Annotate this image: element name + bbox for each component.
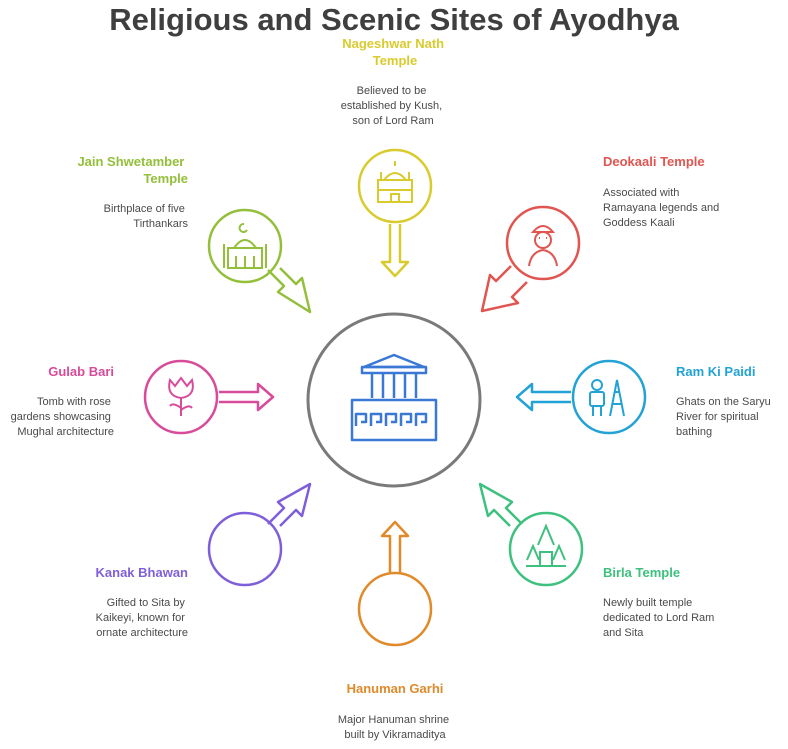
site-kanak[interactable]: Kanak Bhawan Gifted to Sita by Kaikeyi, … bbox=[96, 482, 312, 639]
site-kanak-desc-2: Kaikeyi, known for bbox=[96, 612, 186, 624]
site-birla-desc-1: Newly built temple bbox=[603, 597, 692, 609]
site-nageshwar-desc-1: Believed to be bbox=[357, 85, 427, 97]
svg-text:Nageshwar Nath Temple: Nageshwar Nath Temple bbox=[342, 36, 448, 68]
temple-spires-icon bbox=[526, 523, 566, 567]
site-deokaali[interactable]: Deokaali Temple Associated with Ramayana… bbox=[480, 154, 722, 313]
site-ramkipaidi-desc-1: Ghats on the Saryu bbox=[676, 396, 771, 408]
svg-text:Associated with Ramayana: Associated with Ramayana legends and God… bbox=[603, 187, 722, 229]
person-icon bbox=[528, 225, 558, 267]
site-deokaali-desc-2: Ramayana legends and bbox=[603, 202, 719, 214]
svg-text:Tomb with rose gardens s: Tomb with rose gardens showcasing Mughal… bbox=[11, 396, 114, 438]
site-kanak-arrow bbox=[267, 482, 312, 527]
mosque-icon bbox=[223, 223, 267, 269]
site-kanak-desc-3: ornate architecture bbox=[96, 627, 188, 639]
site-birla-name-1: Birla Temple bbox=[603, 565, 680, 580]
site-gulab-desc-3: Mughal architecture bbox=[17, 426, 114, 438]
site-gulab[interactable]: Gulab Bari Tomb with rose gardens showca… bbox=[11, 359, 275, 438]
site-ramkipaidi-arrow bbox=[515, 382, 571, 412]
site-kanak-circle bbox=[207, 511, 283, 587]
site-nageshwar[interactable]: Nageshwar Nath Temple Believed to be est… bbox=[341, 36, 448, 278]
site-nageshwar-desc-2: established by Kush, bbox=[341, 100, 443, 112]
svg-text:Deokaali Temple: Deokaali Temple bbox=[603, 154, 705, 169]
site-birla-arrow bbox=[478, 482, 523, 527]
site-deokaali-desc-3: Goddess Kaali bbox=[603, 217, 675, 229]
greek-temple-icon bbox=[350, 353, 438, 442]
site-hanuman-desc-1: Major Hanuman shrine bbox=[338, 714, 449, 726]
svg-text:Kanak Bhawan: Kanak Bhawan bbox=[96, 565, 189, 580]
site-hanuman-arrow bbox=[380, 520, 410, 573]
site-nageshwar-circle bbox=[357, 148, 433, 224]
svg-text:Ghats on the Saryu River: Ghats on the Saryu River for spiritual b… bbox=[676, 396, 774, 438]
site-jain-name-2: Temple bbox=[143, 171, 188, 186]
site-hanuman-name-1: Hanuman Garhi bbox=[347, 681, 444, 696]
site-nageshwar-name-2: Temple bbox=[373, 53, 418, 68]
site-birla-desc-3: and Sita bbox=[603, 627, 644, 639]
site-nageshwar-desc-3: son of Lord Ram bbox=[352, 115, 433, 127]
site-hanuman-circle bbox=[357, 571, 433, 647]
site-ramkipaidi-desc-2: River for spiritual bbox=[676, 411, 759, 423]
center-hub bbox=[306, 312, 482, 488]
site-birla-desc-2: dedicated to Lord Ram bbox=[603, 612, 714, 624]
svg-text:Birthplace of five Tirth: Birthplace of five Tirthankars bbox=[104, 203, 189, 230]
temple-dome-icon bbox=[377, 161, 413, 203]
site-nageshwar-name-1: Nageshwar Nath bbox=[342, 36, 444, 51]
site-ramkipaidi-desc-3: bathing bbox=[676, 426, 712, 438]
svg-text:Birla Temple: Birla Temple bbox=[603, 565, 680, 580]
svg-text:Gulab Bari: Gulab Bari bbox=[48, 364, 114, 379]
svg-text:Believed to be establish: Believed to be established by Kush, son … bbox=[341, 85, 446, 127]
rose-icon bbox=[168, 376, 194, 416]
tourist-tower-icon bbox=[589, 379, 625, 417]
site-gulab-desc-2: gardens showcasing bbox=[11, 411, 111, 423]
site-gulab-desc-1: Tomb with rose bbox=[37, 396, 111, 408]
site-deokaali-arrow bbox=[480, 265, 528, 313]
site-nageshwar-arrow bbox=[380, 224, 410, 278]
site-hanuman-desc-2: built by Vikramaditya bbox=[344, 729, 446, 741]
site-jain-desc-2: Tirthankars bbox=[133, 218, 188, 230]
svg-text:Jain Shwetamber Temple: Jain Shwetamber Temple bbox=[77, 154, 188, 186]
site-ramkipaidi-name-1: Ram Ki Paidi bbox=[676, 364, 755, 379]
diagram-title: Religious and Scenic Sites of Ayodhya bbox=[109, 2, 679, 37]
svg-text:Ram Ki Paidi: Ram Ki Paidi bbox=[676, 364, 755, 379]
site-ramkipaidi[interactable]: Ram Ki Paidi Ghats on the Saryu River fo… bbox=[515, 359, 774, 438]
site-deokaali-name-1: Deokaali Temple bbox=[603, 154, 705, 169]
site-jain[interactable]: Jain Shwetamber Temple Birthplace of fiv… bbox=[77, 154, 312, 314]
site-jain-arrow bbox=[267, 267, 312, 314]
site-gulab-name-1: Gulab Bari bbox=[48, 364, 114, 379]
svg-text:Major Hanuman shrine bui: Major Hanuman shrine built by Vikramadit… bbox=[338, 714, 452, 741]
site-deokaali-desc-1: Associated with bbox=[603, 187, 679, 199]
site-kanak-desc-1: Gifted to Sita by bbox=[107, 597, 186, 609]
site-jain-desc-1: Birthplace of five bbox=[104, 203, 185, 215]
svg-text:Gifted to Sita by Kaikey: Gifted to Sita by Kaikeyi, known for orn… bbox=[96, 597, 188, 639]
site-jain-name-1: Jain Shwetamber bbox=[77, 154, 184, 169]
site-hanuman[interactable]: Hanuman Garhi Major Hanuman shrine built… bbox=[338, 520, 452, 741]
site-deokaali-circle bbox=[505, 205, 581, 281]
site-ramkipaidi-circle bbox=[571, 359, 647, 435]
site-gulab-arrow bbox=[219, 382, 275, 412]
site-birla[interactable]: Birla Temple Newly built temple dedicate… bbox=[478, 482, 717, 639]
svg-text:Newly built temple dedic: Newly built temple dedicated to Lord Ram… bbox=[603, 597, 717, 639]
svg-text:Hanuman Garhi: Hanuman Garhi bbox=[347, 681, 444, 696]
site-kanak-name-1: Kanak Bhawan bbox=[96, 565, 189, 580]
